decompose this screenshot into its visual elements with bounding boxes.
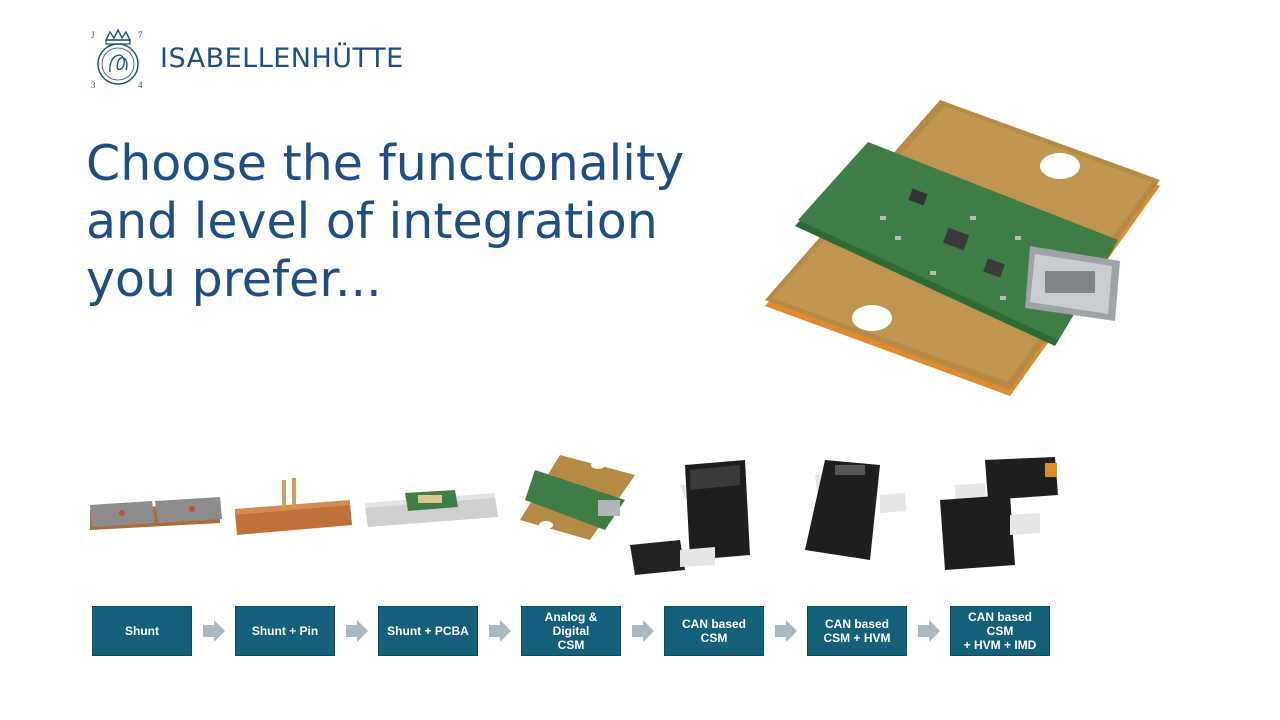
headline-line: Choose the functionality (86, 135, 685, 192)
arrow-right-icon (478, 606, 521, 656)
step-shunt-pin: Shunt + Pin (235, 606, 335, 656)
seal-mark-tr: 7 (138, 30, 143, 40)
arrow-right-icon (621, 606, 664, 656)
shunt-pin-image (235, 478, 352, 535)
integration-steps: Shunt Shunt + Pin Shunt + PCBA Analog & … (92, 606, 1050, 656)
shunt-image (90, 497, 222, 530)
can-csm-image (630, 460, 750, 575)
arrow-right-icon (192, 606, 235, 656)
seal-mark-tl: J (91, 30, 95, 40)
step-shunt: Shunt (92, 606, 192, 656)
brand-name: ISABELLENHÜTTE (160, 42, 404, 74)
analog-digital-csm-image (520, 455, 635, 540)
arrow-right-icon (764, 606, 807, 656)
seal-mark-bl: 3 (91, 80, 96, 90)
headline: Choose the functionality and level of in… (86, 135, 726, 309)
step-can-csm: CAN based CSM (664, 606, 764, 656)
brand-logo: J 7 3 4 ISABELLENHÜTTE (88, 26, 404, 90)
step-analog-digital-csm: Analog & Digital CSM (521, 606, 621, 656)
step-shunt-pcba: Shunt + PCBA (378, 606, 478, 656)
can-csm-hvm-imd-image (940, 457, 1058, 570)
hero-product-image (765, 100, 1160, 396)
headline-line: and level of integration (86, 193, 658, 250)
step-can-csm-hvm-imd: CAN based CSM + HVM + IMD (950, 606, 1050, 656)
arrow-right-icon (907, 606, 950, 656)
headline-line: you prefer... (86, 251, 382, 308)
step-can-csm-hvm: CAN based CSM + HVM (807, 606, 907, 656)
shunt-pcba-image (365, 490, 498, 527)
arrow-right-icon (335, 606, 378, 656)
seal-mark-br: 4 (138, 80, 143, 90)
crown-monogram-seal-icon: J 7 3 4 (91, 28, 143, 90)
product-lineup (90, 455, 1058, 575)
can-csm-hvm-image (805, 460, 906, 560)
